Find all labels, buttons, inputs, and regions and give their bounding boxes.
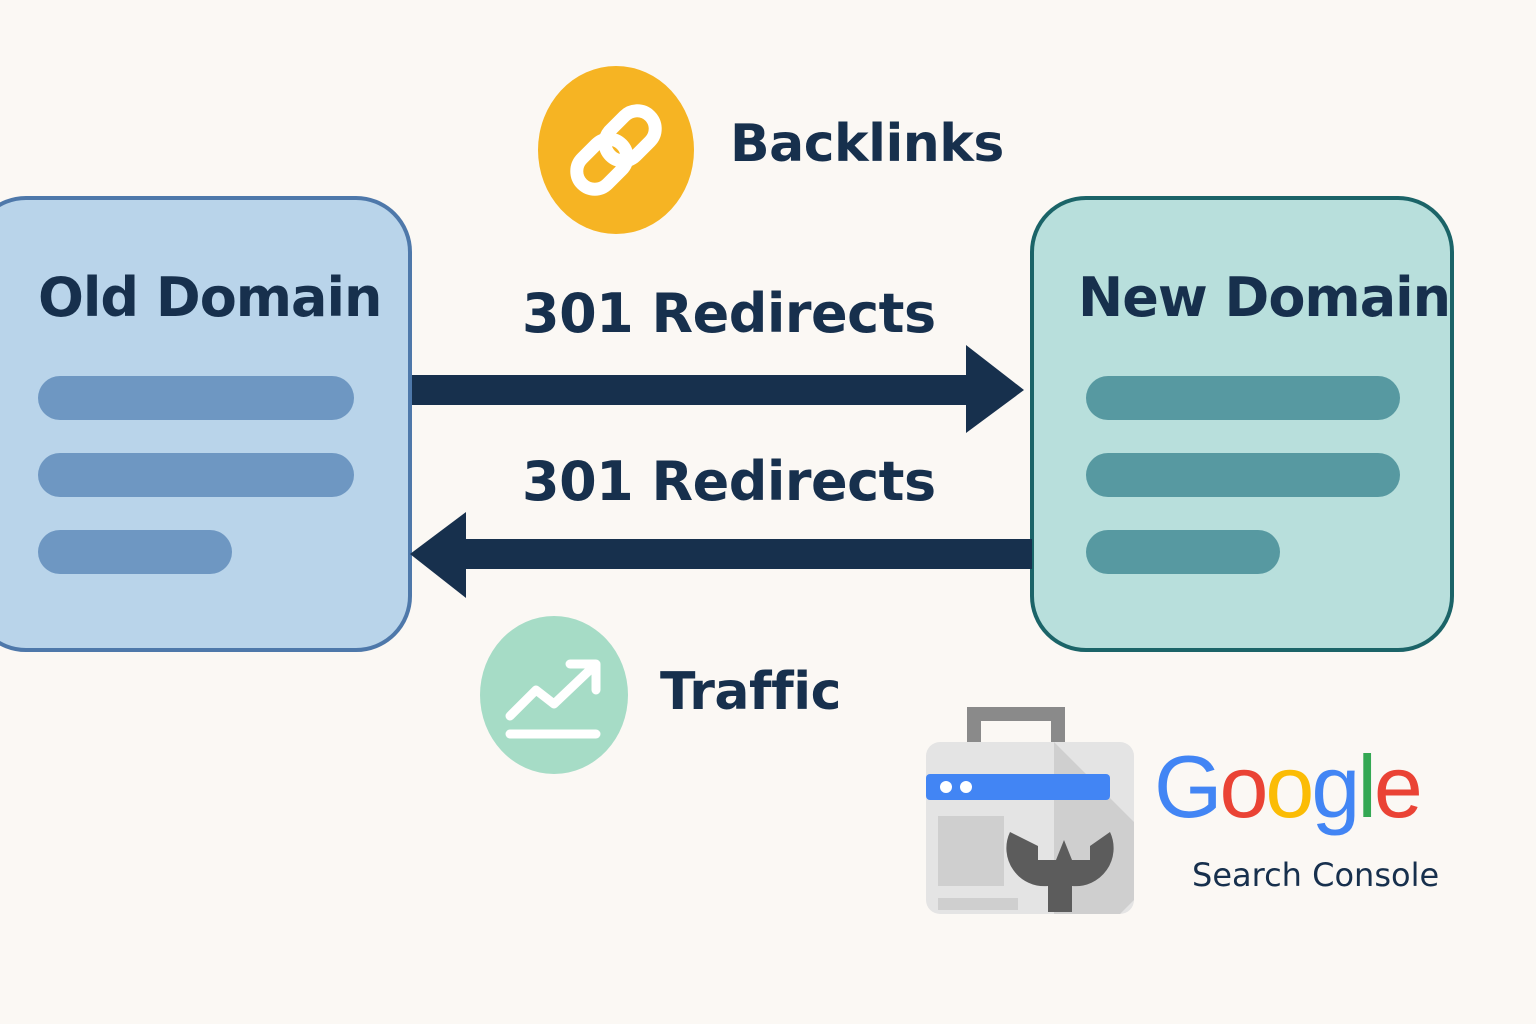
backward-arrow-shaft: [462, 539, 1032, 569]
forward-arrow-shaft: [412, 375, 972, 405]
google-logo: Google: [1154, 736, 1423, 838]
new-domain-line-1: [1086, 376, 1400, 420]
google-logo-letter: g: [1311, 737, 1360, 836]
new-domain-line-3: [1086, 530, 1280, 574]
old-domain-line-2: [38, 453, 354, 497]
backlinks-label: Backlinks: [730, 114, 1004, 174]
traffic-label: Traffic: [660, 662, 841, 722]
old-domain-title: Old Domain: [38, 266, 382, 329]
search-console-subtitle: Search Console: [1192, 856, 1440, 894]
google-logo-letter: G: [1154, 737, 1222, 836]
google-logo-letter: o: [1265, 737, 1314, 836]
backward-arrow-head: [410, 512, 466, 598]
redirect-backward-label: 301 Redirects: [522, 450, 936, 513]
google-logo-letter: l: [1357, 737, 1376, 836]
old-domain-line-3: [38, 530, 232, 574]
old-domain-card: [0, 196, 412, 652]
google-logo-letter: e: [1373, 737, 1423, 836]
new-domain-title: New Domain: [1078, 266, 1451, 329]
forward-arrow-head: [966, 345, 1024, 433]
new-domain-line-2: [1086, 453, 1400, 497]
old-domain-line-1: [38, 376, 354, 420]
new-domain-card: [1030, 196, 1454, 652]
google-logo-letter: o: [1219, 737, 1268, 836]
redirect-forward-label: 301 Redirects: [522, 282, 936, 345]
trending-up-icon: [480, 616, 628, 774]
link-icon: [538, 66, 694, 234]
search-console-toolbox-icon: [926, 707, 1134, 914]
